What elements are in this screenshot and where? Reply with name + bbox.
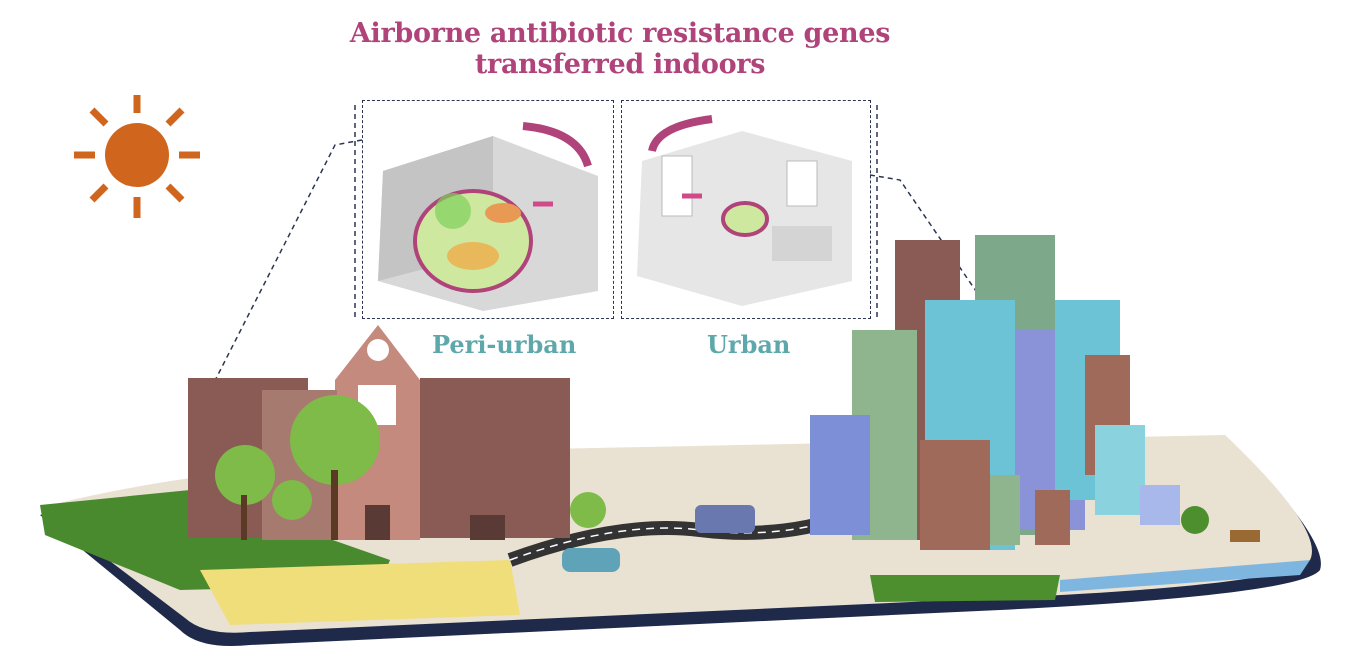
indoor-room-illustration [637,115,852,306]
peri-urban-buildings [188,325,606,540]
urban-label: Urban [707,330,791,359]
car-icon [562,548,620,572]
diagram-title: Airborne antibiotic resistance genes tra… [349,18,891,80]
urban-room-panel [621,100,871,319]
sun-icon [74,95,200,218]
bus-icon [695,505,755,533]
indoor-room-illustration [378,122,598,311]
peri-urban-room-panel [362,100,614,319]
peri-urban-label: Peri-urban [432,330,577,359]
urban-buildings [810,235,1260,550]
